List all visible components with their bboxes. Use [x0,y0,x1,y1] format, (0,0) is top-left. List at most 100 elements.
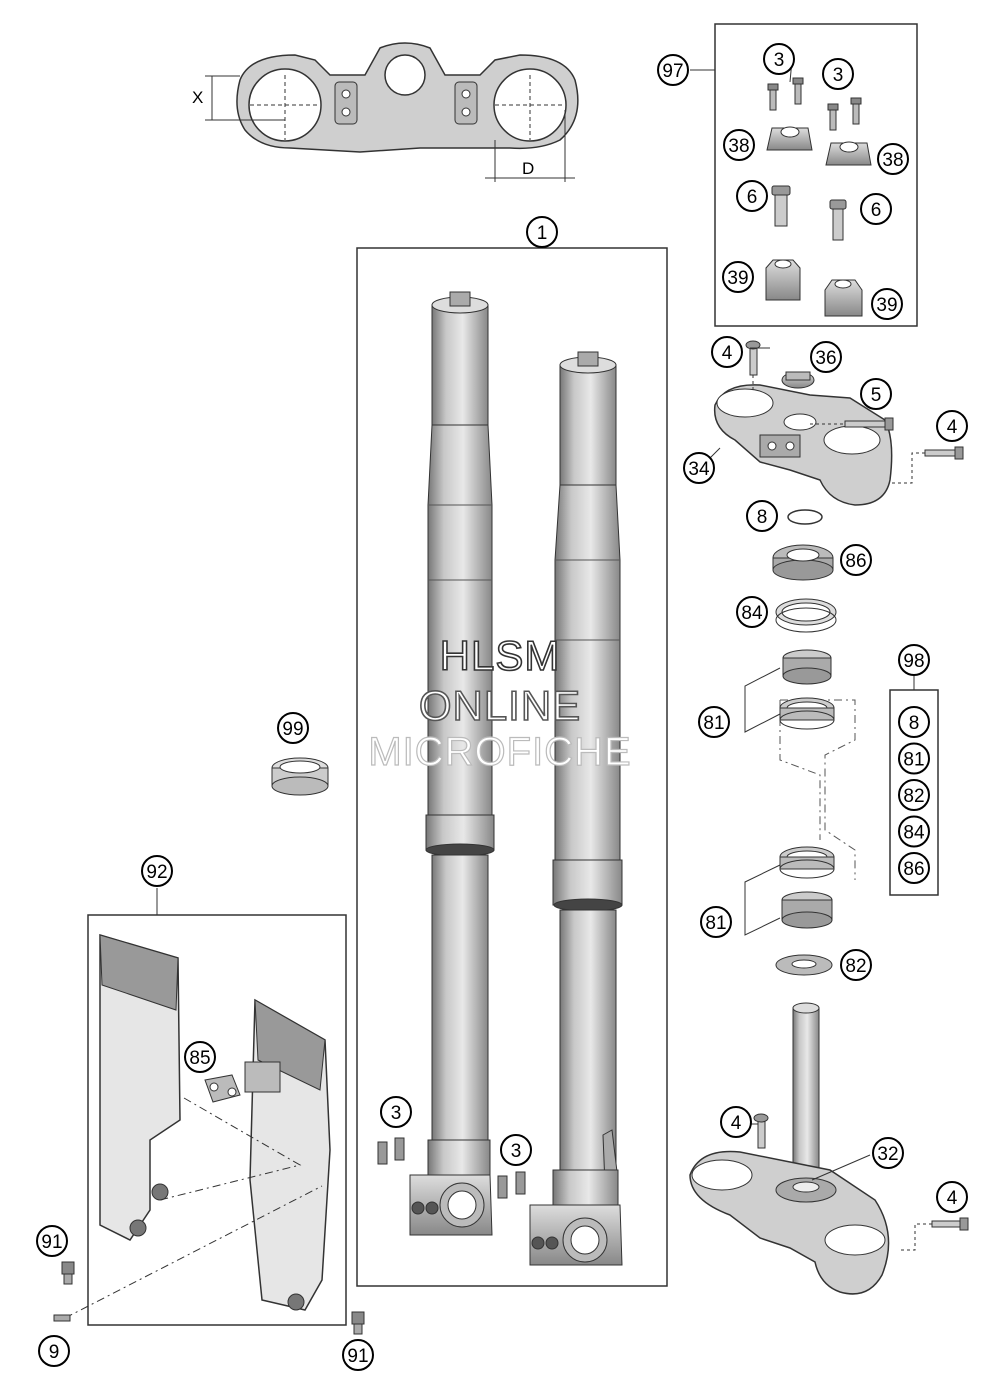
o-ring-part [787,509,823,525]
callout-c38b-circle [877,143,909,175]
callout-c3a-label: 3 [774,50,785,71]
callout-c38b: 38 [877,143,909,175]
callout-c4d-label: 4 [947,1188,958,1209]
callout-c34-label: 34 [688,459,710,480]
callout-c32: 32 [872,1137,904,1169]
callout-c1-circle [526,216,558,248]
callout-c32-label: 32 [877,1144,898,1165]
callout-c4d-circle [936,1181,968,1213]
callout-c3d-label: 3 [511,1141,522,1162]
callout-c3b-circle [822,58,854,90]
callout-c81a-circle [698,706,730,738]
callout-c92-label: 92 [146,862,167,883]
callout-c81b: 81 [700,906,732,938]
kit-98-item-0: 8 [898,706,930,738]
callout-c36-label: 36 [815,348,836,369]
callout-c38a-circle [723,129,755,161]
callout-c39a: 39 [722,261,754,293]
dimension-x-label: X [192,88,203,107]
callout-c84: 84 [736,596,768,628]
callout-c4d: 4 [936,1181,968,1213]
watermark-line-3: MICROFICHE [368,729,632,774]
fork-clamp-screws [377,1137,526,1199]
steering-head-outline [779,699,856,880]
callout-c6b: 6 [860,193,892,225]
callout-c39a-label: 39 [727,268,748,289]
callout-c4a-circle [711,336,743,368]
callout-c39b-circle [871,288,903,320]
kit-98-list: 8 81 82 84 86 [898,706,930,884]
callout-c82-label: 82 [845,956,866,977]
callout-c99: 99 [277,712,309,744]
kit-98-item-1-label: 81 [903,750,924,771]
kit-97-parts [765,77,872,317]
callout-c91a-circle [36,1225,68,1257]
callout-c36: 36 [810,341,842,373]
callout-c86: 86 [840,544,872,576]
upper-clamp-dimension-drawing [205,42,579,182]
callout-c38a: 38 [723,129,755,161]
callout-c36-circle [810,341,842,373]
callout-c84-label: 84 [741,603,763,624]
callout-c81b-circle [700,906,732,938]
callout-c85-circle [184,1041,216,1073]
callout-c3c-circle [380,1096,412,1128]
callout-c84-circle [736,596,768,628]
callout-c6a-label: 6 [747,187,758,208]
callout-layer: 1333344445668932343638383939818182848586… [36,43,968,1371]
kit-98-item-0-label: 8 [909,713,920,734]
fork-guard-frame [87,914,347,1326]
callout-c4a-label: 4 [722,343,733,364]
callout-c34-circle [683,452,715,484]
callout-c97-circle [657,54,689,86]
callout-c4a: 4 [711,336,743,368]
callout-c97-label: 97 [662,61,683,82]
cap-ring-part [271,757,329,796]
callout-c4c-label: 4 [731,1113,742,1134]
callout-c6b-label: 6 [871,200,882,221]
callout-c86-circle [840,544,872,576]
kit-98-item-2: 82 [898,779,930,811]
callout-c98-circle [898,644,930,676]
callout-c3b-label: 3 [833,65,844,86]
callout-c4b-circle [936,410,968,442]
watermark-line-2: ONLINE [418,681,582,730]
callout-c99-label: 99 [282,719,303,740]
lower-bearing-parts [744,846,835,936]
left-fork-guard [99,933,181,1241]
kit-98-item-1: 81 [898,742,930,775]
bearing-seal-part [775,598,837,633]
callout-c98-label: 98 [903,651,924,672]
callout-c3d: 3 [500,1134,532,1166]
callout-c9-label: 9 [49,1342,60,1363]
callout-c1: 1 [526,216,558,248]
callout-c39a-circle [722,261,754,293]
callout-c5: 5 [860,378,892,410]
kit-98-item-4: 86 [898,852,930,884]
callout-c5-circle [860,378,892,410]
right-fork-guard [244,998,331,1311]
callout-c32-circle [872,1137,904,1169]
dimension-d-label: D [522,159,534,178]
callout-c91a: 91 [36,1225,68,1257]
callout-c91b-circle [342,1339,374,1371]
callout-c3a-circle [763,43,795,75]
kit-97-frame [714,23,918,327]
fork-assembly-frame [356,247,668,1287]
kit-98-item-3: 84 [898,815,930,848]
callout-c85: 85 [184,1041,216,1073]
guard-assembly-lines [64,1097,323,1319]
callout-c4b-label: 4 [947,417,958,438]
callout-c6b-circle [860,193,892,225]
callout-c8: 8 [746,500,778,532]
callout-c92: 92 [141,855,173,887]
callout-c86-label: 86 [845,551,866,572]
callout-c3c: 3 [380,1096,412,1128]
callout-c3a: 3 [763,43,795,75]
callout-c38b-label: 38 [882,150,903,171]
right-fork-leg [529,351,623,1266]
callout-c92-circle [141,855,173,887]
callout-c39b: 39 [871,288,903,320]
callout-c5-label: 5 [871,385,882,406]
